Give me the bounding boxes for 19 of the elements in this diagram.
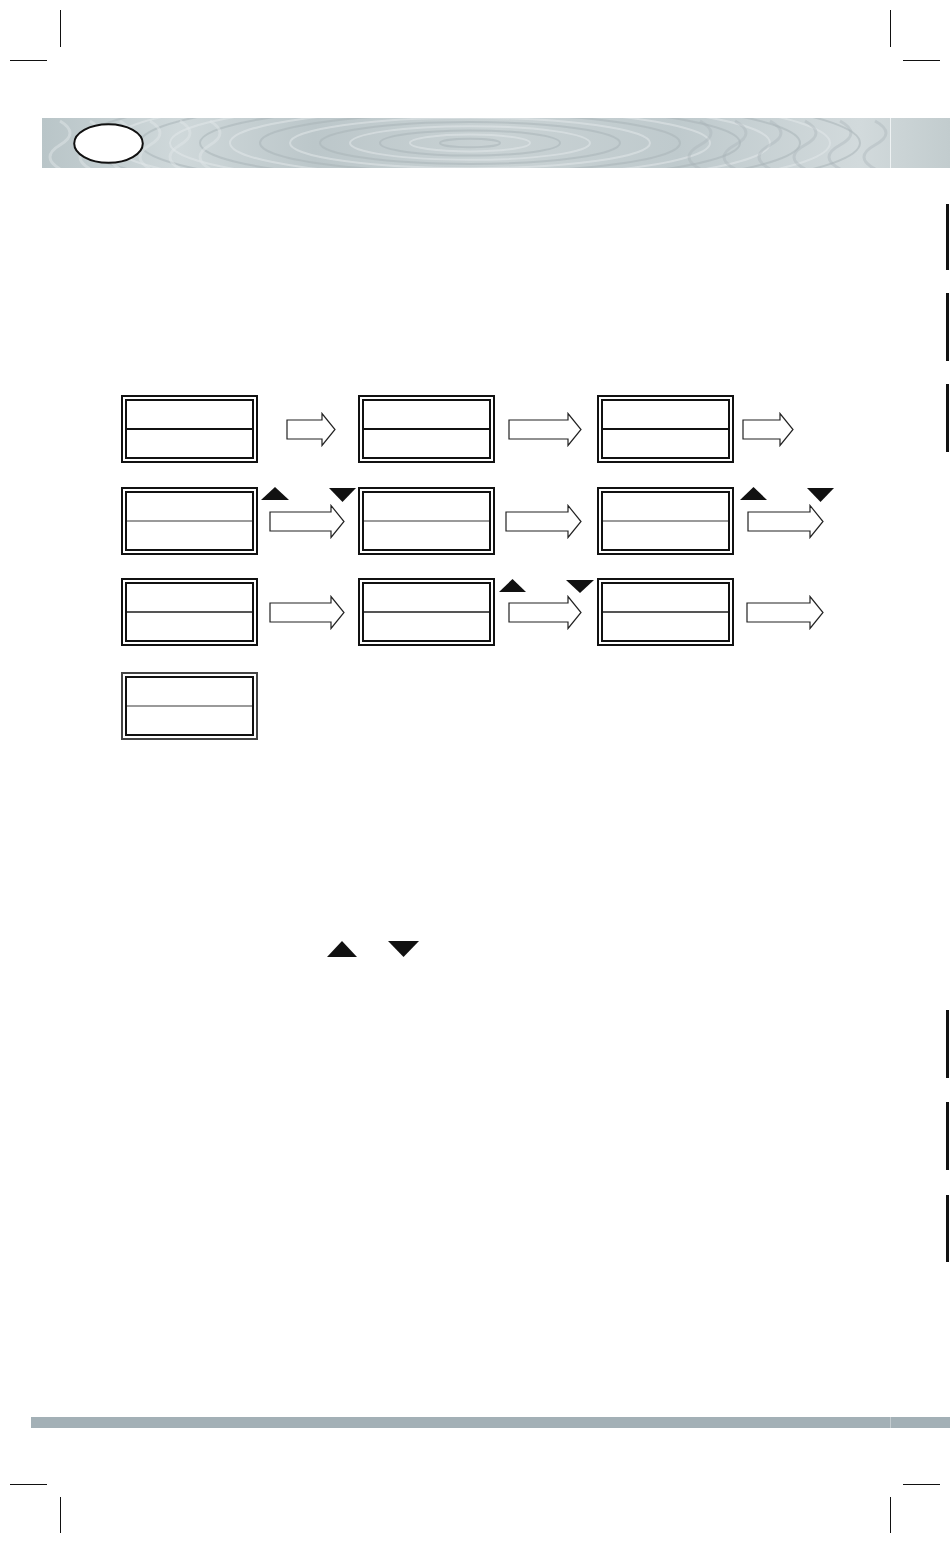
block-arrow bbox=[508, 594, 582, 631]
display-box bbox=[597, 578, 734, 646]
display-box bbox=[358, 395, 495, 463]
block-arrow bbox=[746, 594, 824, 631]
block-arrow bbox=[742, 411, 794, 448]
display-box bbox=[597, 395, 734, 463]
display-box bbox=[358, 578, 495, 646]
display-box bbox=[358, 487, 495, 555]
block-arrow bbox=[286, 411, 336, 448]
block-arrow bbox=[747, 503, 824, 540]
display-box bbox=[121, 395, 258, 463]
block-arrow bbox=[505, 503, 582, 540]
display-box bbox=[121, 487, 258, 555]
display-box bbox=[121, 672, 258, 740]
block-arrow bbox=[269, 594, 345, 631]
display-box bbox=[121, 578, 258, 646]
block-arrow bbox=[508, 411, 582, 448]
display-box bbox=[597, 487, 734, 555]
block-arrow bbox=[269, 503, 345, 540]
